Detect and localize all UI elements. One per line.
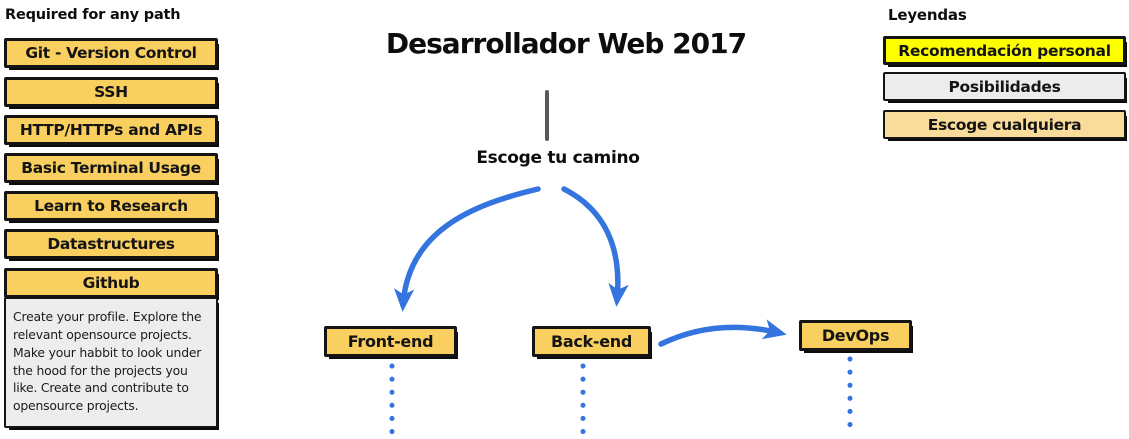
title-stem-line bbox=[545, 90, 549, 141]
sidebar-item-git: Git - Version Control bbox=[4, 38, 218, 68]
legend-item-possibilities: Posibilidades bbox=[883, 72, 1126, 101]
node-devops: DevOps bbox=[799, 320, 912, 351]
arrow-to-frontend bbox=[393, 186, 541, 312]
sidebar-item-terminal: Basic Terminal Usage bbox=[4, 153, 218, 183]
arrow-to-backend bbox=[561, 186, 629, 307]
sidebar-item-http-apis: HTTP/HTTPs and APIs bbox=[4, 115, 218, 145]
sidebar-heading: Required for any path bbox=[5, 7, 181, 23]
sidebar-item-github: Github bbox=[4, 268, 218, 298]
github-note: Create your profile. Explore the relevan… bbox=[4, 297, 218, 428]
arrow-backend-to-devops bbox=[658, 319, 787, 347]
legend-item-pick-any: Escoge cualquiera bbox=[883, 110, 1126, 139]
flow-prompt: Escoge tu camino bbox=[476, 148, 640, 168]
sidebar-item-ssh: SSH bbox=[4, 77, 218, 107]
legend-item-personal-recommendation: Recomendación personal bbox=[883, 36, 1126, 65]
node-backend: Back-end bbox=[532, 326, 651, 357]
sidebar-item-datastructures: Datastructures bbox=[4, 229, 218, 259]
sidebar-item-research: Learn to Research bbox=[4, 191, 218, 221]
page-title: Desarrollador Web 2017 bbox=[385, 27, 747, 60]
node-frontend: Front-end bbox=[324, 326, 457, 357]
legend-heading: Leyendas bbox=[888, 6, 967, 24]
